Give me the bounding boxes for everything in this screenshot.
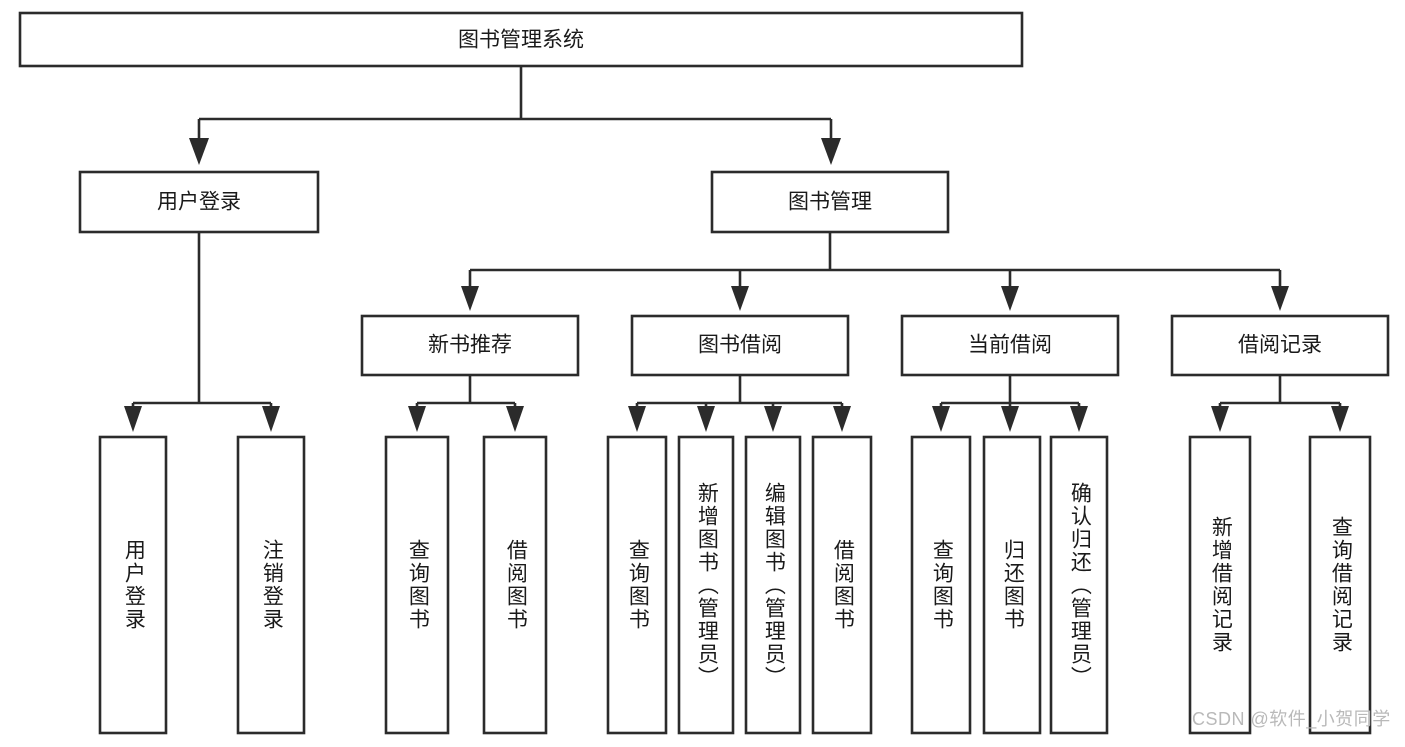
label-user-login: 用户登录	[157, 191, 241, 214]
node-box-leaf-borrow-book-1[interactable]	[482, 435, 548, 735]
arrow-head-leaf-query-book-3	[932, 406, 950, 432]
arrow-head-new-book-rec	[461, 286, 479, 311]
arrow-head-leaf-user-logout	[262, 406, 280, 432]
connector-layer	[124, 66, 1349, 432]
arrow-head-book-manage	[821, 138, 841, 165]
node-box-leaf-return-book[interactable]	[982, 435, 1042, 735]
arrow-head-current-borrow	[1001, 286, 1019, 311]
node-box-leaf-query-book-2[interactable]	[606, 435, 668, 735]
arrow-head-leaf-query-book-2	[628, 406, 646, 432]
node-box-leaf-edit-book[interactable]	[744, 435, 802, 735]
node-box-book-manage[interactable]	[710, 170, 950, 234]
arrow-head-leaf-user-login	[124, 406, 142, 432]
label-new-book-rec: 新书推荐	[428, 334, 512, 357]
arrow-head-leaf-borrow-book-1	[506, 406, 524, 432]
node-box-user-login[interactable]	[78, 170, 320, 234]
label-book-borrow: 图书借阅	[698, 334, 782, 357]
node-box-leaf-query-book-1[interactable]	[384, 435, 450, 735]
node-box-leaf-query-book-3[interactable]	[910, 435, 972, 735]
horizontal-label-layer: 图书管理系统 用户登录 图书管理 新书推荐 图书借阅 当前借阅 借阅记录	[157, 29, 1322, 357]
node-box-leaf-user-logout[interactable]	[236, 435, 306, 735]
node-box-root[interactable]	[18, 11, 1024, 68]
node-box-leaf-user-login[interactable]	[98, 435, 168, 735]
arrow-head-leaf-confirm-return	[1070, 406, 1088, 432]
arrow-head-leaf-query-book-1	[408, 406, 426, 432]
arrow-head-borrow-record	[1271, 286, 1289, 311]
arrow-head-leaf-edit-book	[764, 406, 782, 432]
node-box-leaf-confirm-return[interactable]	[1049, 435, 1109, 735]
label-borrow-record: 借阅记录	[1238, 334, 1322, 357]
label-book-manage: 图书管理	[788, 191, 872, 214]
node-box-layer	[18, 11, 1390, 735]
csdn-watermark: CSDN @软件_小贺同学	[1192, 709, 1391, 729]
arrow-head-leaf-query-record	[1331, 406, 1349, 432]
arrow-head-user-login	[189, 138, 209, 165]
arrow-head-leaf-add-record	[1211, 406, 1229, 432]
node-box-leaf-add-book[interactable]	[677, 435, 735, 735]
node-box-current-borrow[interactable]	[900, 314, 1120, 377]
arrow-head-leaf-add-book	[697, 406, 715, 432]
node-box-borrow-record[interactable]	[1170, 314, 1390, 377]
node-box-leaf-add-record[interactable]	[1188, 435, 1252, 735]
node-box-new-book-rec[interactable]	[360, 314, 580, 377]
label-current-borrow: 当前借阅	[968, 334, 1052, 357]
label-root: 图书管理系统	[458, 29, 584, 52]
node-box-leaf-query-record[interactable]	[1308, 435, 1372, 735]
arrow-head-book-borrow	[731, 286, 749, 311]
arrow-head-leaf-return-book	[1001, 406, 1019, 432]
arrow-head-leaf-borrow-book-2	[833, 406, 851, 432]
node-box-leaf-borrow-book-2[interactable]	[811, 435, 873, 735]
node-box-book-borrow[interactable]	[630, 314, 850, 377]
